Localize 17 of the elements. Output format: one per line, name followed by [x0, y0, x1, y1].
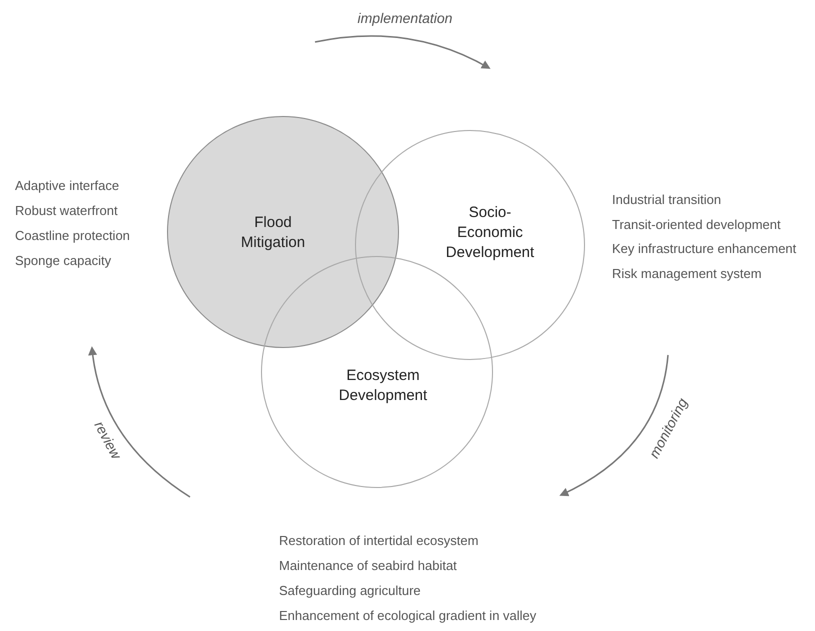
list-item: Enhancement of ecological gradient in valley — [279, 608, 536, 624]
cycle-label: implementation — [358, 10, 452, 26]
venn-circle — [355, 130, 585, 360]
list-item: Transit-oriented development — [612, 216, 781, 233]
circle-title: Flood Mitigation — [240, 213, 306, 253]
list-item: Key infrastructure enhancement — [612, 241, 796, 258]
list-item: Adaptive interface — [15, 178, 120, 194]
list-item: Coastline protection — [15, 228, 130, 244]
list-item: Sponge capacity — [15, 253, 112, 269]
list-item: Industrial transition — [612, 192, 722, 208]
circle-title: Socio-Economic Development — [444, 203, 536, 263]
list-item: Safeguarding agriculture — [279, 583, 421, 599]
list-item: Maintenance of seabird habitat — [279, 558, 457, 574]
list-item: Restoration of intertidal ecosystem — [279, 533, 478, 549]
circle-title: Ecosystem Development — [338, 366, 428, 406]
list-item: Robust waterfront — [15, 203, 118, 219]
list-item: Risk management system — [612, 266, 762, 282]
